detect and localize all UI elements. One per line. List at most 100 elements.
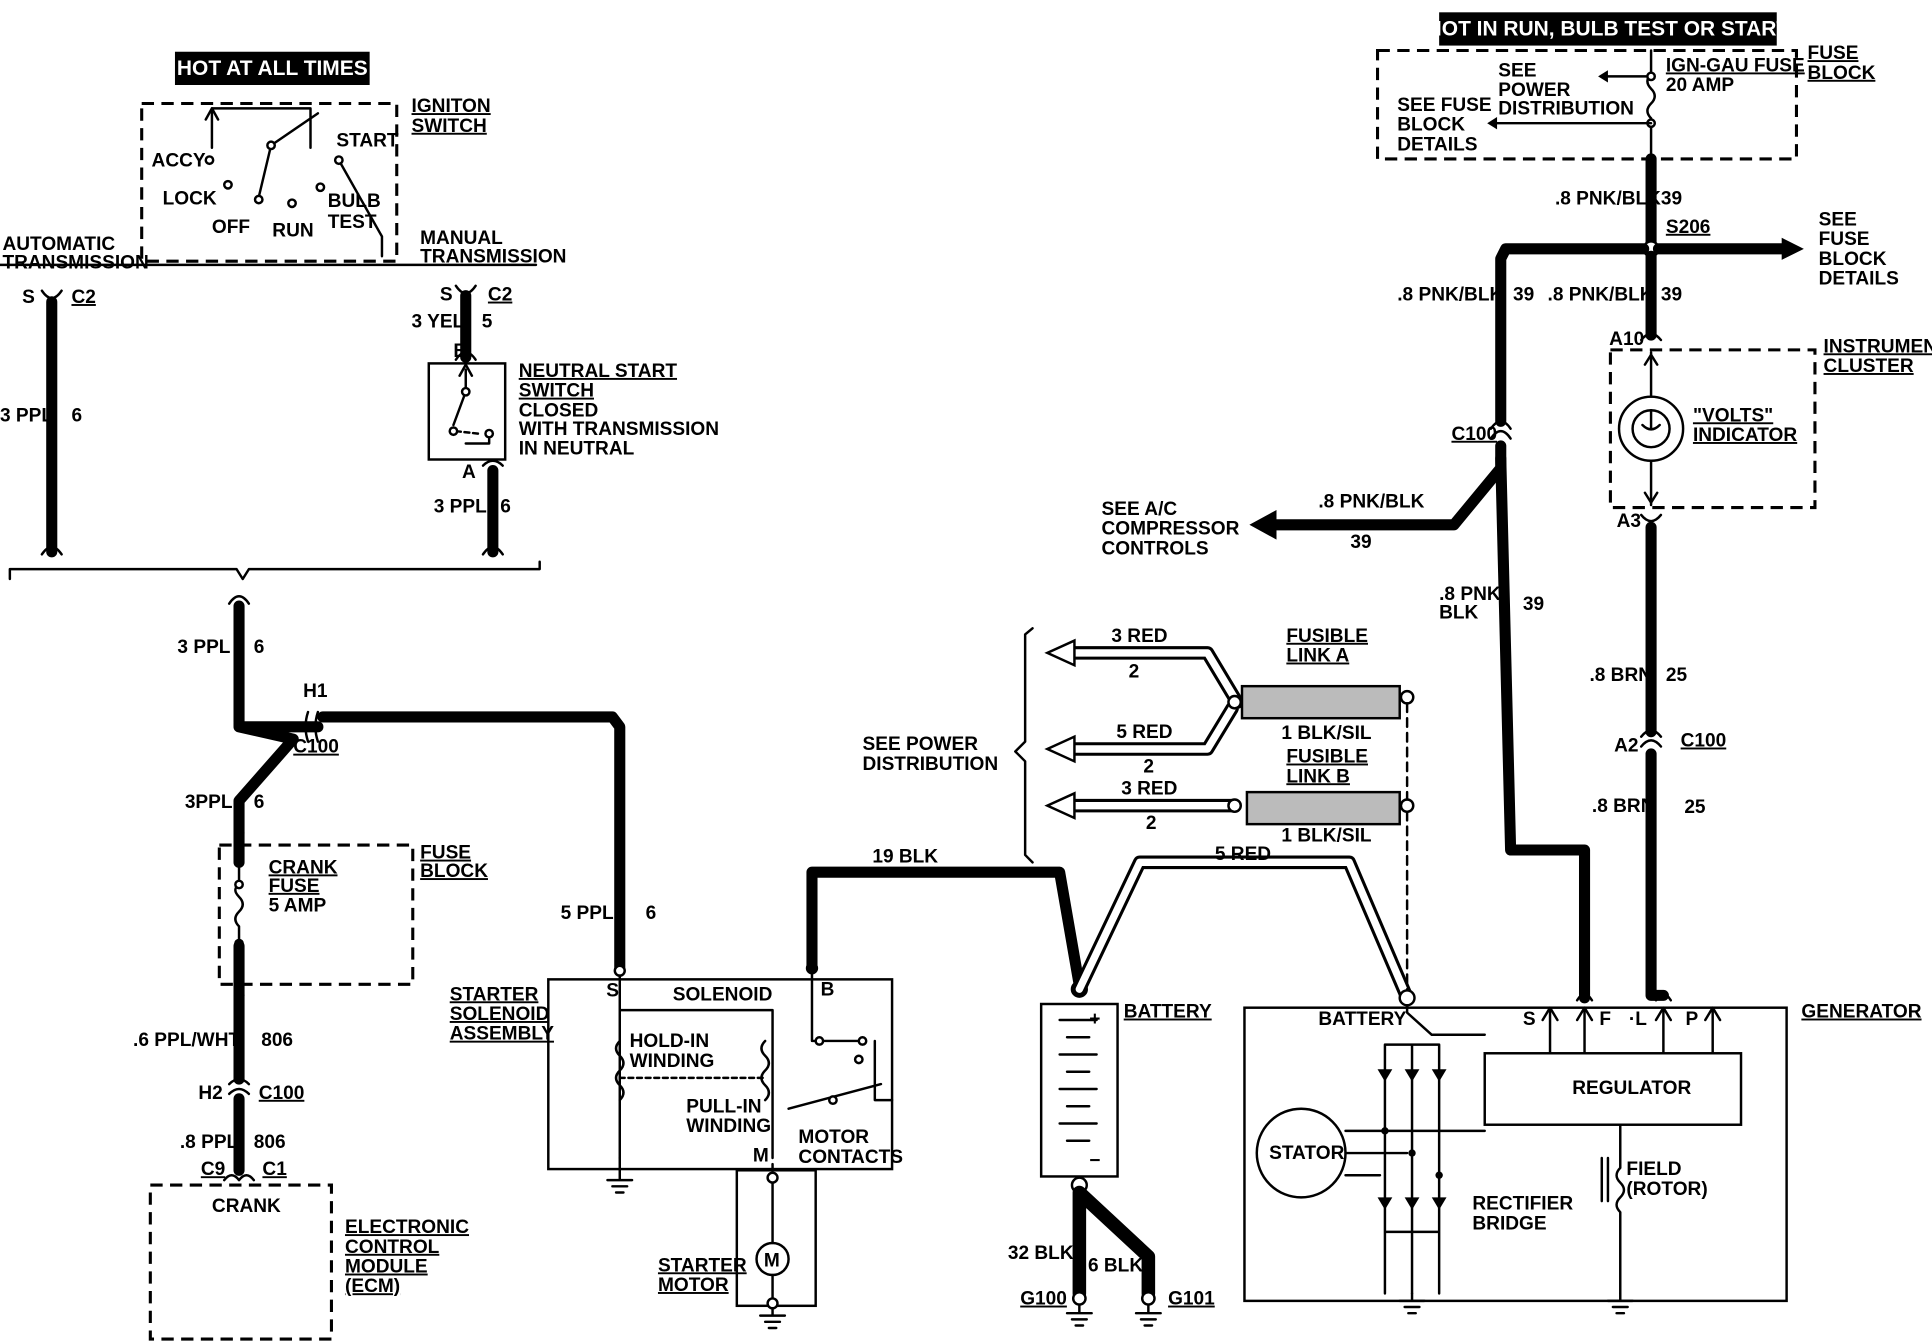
svg-text:BATTERY: BATTERY [1124,1002,1212,1023]
svg-text:DETAILS: DETAILS [1819,269,1899,290]
svg-text:MODULE: MODULE [345,1257,428,1278]
svg-text:806: 806 [254,1132,286,1153]
svg-text:C1: C1 [262,1159,287,1180]
svg-text:25: 25 [1684,797,1706,818]
svg-text:CONTACTS: CONTACTS [798,1147,903,1168]
svg-text:BATTERY: BATTERY [1318,1009,1406,1030]
svg-text:WINDING: WINDING [686,1116,771,1137]
accy-label: ACCY [152,150,206,171]
merge-connector [227,595,251,605]
svg-text:S: S [22,287,35,308]
automatic-label-2: TRANSMISSION [2,253,148,274]
svg-text:S206: S206 [1666,217,1711,238]
svg-text:20 AMP: 20 AMP [1666,75,1734,96]
generator: GENERATOR BATTERY S F ·L P REGULATOR STA… [1243,989,1922,1315]
svg-text:·L: ·L [1629,1009,1647,1030]
svg-text:.8 PNK/: .8 PNK/ [1439,584,1506,605]
svg-text:FUSE: FUSE [1808,43,1859,64]
svg-text:WITH TRANSMISSION: WITH TRANSMISSION [519,419,719,440]
svg-text:3PPL: 3PPL [185,792,233,813]
svg-text:5 AMP: 5 AMP [269,896,327,917]
lock-label: LOCK [163,188,217,209]
ecm-wiring: .6 PPL/WHT 806 H2 C100 .8 PPL 806 C9 C1 [133,989,305,1182]
svg-text:SOLENOID: SOLENOID [673,984,773,1005]
svg-text:−: − [1089,1151,1100,1172]
svg-text:C100: C100 [259,1083,305,1104]
branch-merge-brace [8,560,541,581]
svg-text:CONTROL: CONTROL [345,1237,440,1258]
svg-text:M: M [753,1146,769,1167]
svg-text:3 PPL: 3 PPL [177,637,230,658]
instrument-cluster: "VOLTS" INDICATOR INSTRUMENT CLUSTER A3 … [1589,336,1932,1002]
svg-text:LINK B: LINK B [1286,766,1350,787]
svg-text:39: 39 [1350,532,1371,553]
svg-text:(ROTOR): (ROTOR) [1626,1179,1707,1200]
ign-gau-fuse-block: SEE POWER DISTRIBUTION SEE FUSE BLOCK DE… [1375,43,1876,161]
svg-text:H1: H1 [303,681,328,702]
svg-text:RECTIFIER: RECTIFIER [1472,1194,1573,1215]
svg-text:SEE A/C: SEE A/C [1102,499,1178,520]
svg-text:MOTOR: MOTOR [798,1127,869,1148]
svg-text:5: 5 [482,312,493,333]
svg-text:6: 6 [254,637,265,658]
svg-text:3 RED: 3 RED [1121,779,1177,800]
svg-text:C100: C100 [293,737,339,758]
svg-text:CRANK: CRANK [212,1196,281,1217]
svg-text:5 PPL: 5 PPL [561,903,614,924]
svg-text:SEE: SEE [1498,60,1536,81]
svg-text:3 PPL: 3 PPL [0,405,53,426]
svg-text:S: S [606,981,619,1002]
manual-label-2: TRANSMISSION [420,246,566,267]
starter-solenoid-assembly: 5 PPL 6 S B SOLENOID HOLD-IN WINDING PUL… [450,866,1085,1172]
svg-text:2: 2 [1143,756,1154,777]
svg-text:CONTROLS: CONTROLS [1102,538,1209,559]
manual-branch: S C2 3 YEL 5 B A 3 PPL 6 [412,284,512,558]
svg-text:32 BLK: 32 BLK [1008,1243,1074,1264]
svg-text:BLOCK: BLOCK [1819,249,1887,270]
ignition-circuit-39: .8 PNK/BLK 39 S206 SEE FUSE BLOCK DETAIL… [1102,153,1899,1004]
svg-text:POWER: POWER [1498,80,1570,101]
svg-text:DETAILS: DETAILS [1397,134,1477,155]
svg-text:STARTER: STARTER [658,1255,747,1276]
svg-text:HOLD-IN: HOLD-IN [630,1031,709,1052]
neutral-start-switch-label: NEUTRAL START SWITCH CLOSED WITH TRANSMI… [519,361,719,460]
svg-text:F: F [1599,1009,1611,1030]
svg-text:FUSIBLE: FUSIBLE [1286,747,1368,768]
svg-text:2: 2 [1129,662,1140,683]
svg-text:BLOCK: BLOCK [1397,115,1465,136]
svg-text:FUSE: FUSE [420,843,471,864]
svg-text:C100: C100 [1451,424,1497,445]
svg-text:.8 PPL: .8 PPL [180,1132,239,1153]
svg-text:FUSE: FUSE [1819,229,1870,250]
manual-label-1: MANUAL [420,228,503,249]
svg-text:STATOR: STATOR [1269,1143,1344,1164]
svg-text:SOLENOID: SOLENOID [450,1004,550,1025]
svg-text:A2: A2 [1614,735,1638,756]
off-label: OFF [212,217,250,238]
svg-text:REGULATOR: REGULATOR [1572,1078,1691,1099]
svg-text:C9: C9 [201,1159,225,1180]
svg-text:PULL-IN: PULL-IN [686,1096,761,1117]
svg-text:6: 6 [500,496,511,517]
svg-text:WINDING: WINDING [630,1051,715,1072]
solenoid-ground [606,1169,634,1194]
svg-text:P: P [1686,1009,1699,1030]
svg-text:SEE POWER: SEE POWER [863,734,979,755]
svg-text:M: M [764,1250,780,1271]
svg-text:C2: C2 [488,285,512,306]
svg-text:39: 39 [1513,285,1534,306]
svg-text:S: S [440,285,453,306]
svg-text:1 BLK/SIL: 1 BLK/SIL [1281,825,1371,846]
svg-text:A: A [462,462,476,483]
ignition-title-1: IGNITON [412,96,491,117]
svg-text:39: 39 [1661,188,1682,209]
svg-text:ELECTRONIC: ELECTRONIC [345,1217,469,1238]
svg-text:.8 BRN: .8 BRN [1589,665,1652,686]
svg-text:.8 PNK/BLK: .8 PNK/BLK [1397,285,1503,306]
svg-text:LINK A: LINK A [1286,646,1349,667]
ignition-switch: IGNITON SWITCH ACCY LOCK OFF RUN START B… [140,96,491,263]
svg-text:S: S [1523,1009,1536,1030]
svg-text:BLOCK: BLOCK [420,861,488,882]
svg-text:.8 BRN: .8 BRN [1592,796,1655,817]
